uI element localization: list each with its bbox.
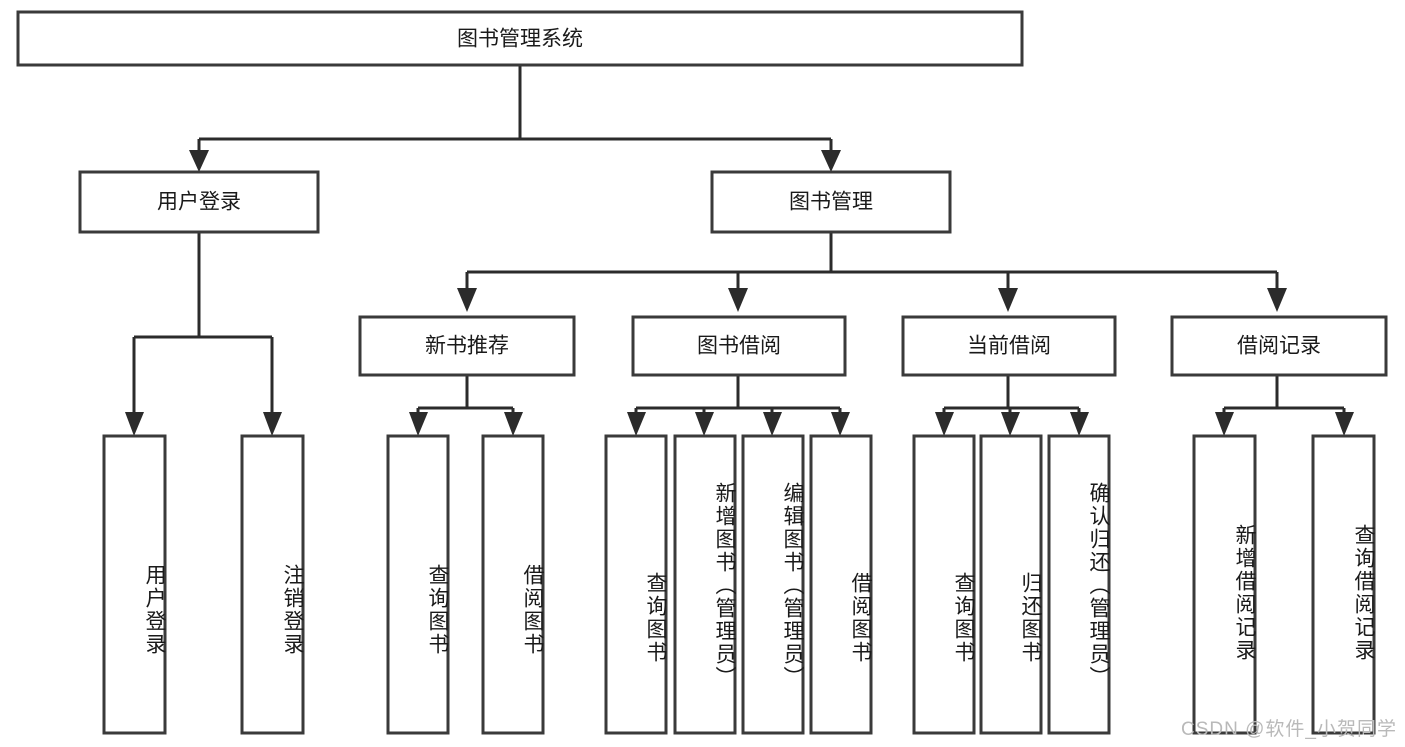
node-leaf-nbr-query-book-box[interactable] [386,434,450,735]
node-leaf-bb-edit-book-box[interactable] [741,434,805,735]
node-leaf-bb-add-book-box[interactable] [673,434,737,735]
node-leaf-user-login-box[interactable] [102,434,167,735]
node-leaf-br-query-record-box[interactable] [1311,434,1376,735]
node-new-book-recommend-box[interactable] [358,315,576,377]
node-book-borrow-label: 图书借阅 [697,335,781,358]
node-book-manage-label: 图书管理 [789,191,873,214]
node-root-label: 图书管理系统 [457,28,583,51]
arrow-head-bb-query-book [627,412,646,436]
connector-group-book-borrow [627,375,850,436]
arrow-head-user-login [189,150,209,172]
node-leaf-logout-box[interactable] [240,434,305,735]
node-root-box[interactable] [16,10,1024,67]
node-user-login-label: 用户登录 [157,191,241,214]
node-current-borrow-box[interactable] [901,315,1117,377]
node-book-manage-box[interactable] [710,170,952,234]
arrow-head-new-book-recommend [457,288,477,312]
arrow-head-bb-borrow-book [831,412,850,436]
node-leaf-bb-query-book-box[interactable] [604,434,668,735]
arrow-head-cb-query-book [935,412,954,436]
node-leaf-br-add-record-box[interactable] [1192,434,1257,735]
arrow-head-cb-return-book [1001,412,1020,436]
node-borrow-record-box[interactable] [1170,315,1388,377]
node-leaf-nbr-borrow-book-box[interactable] [481,434,545,735]
node-user-login-box[interactable] [78,170,320,234]
connector-group-borrow-record [1215,375,1354,436]
node-leaf-cb-confirm-return-box[interactable] [1047,434,1111,735]
connector-group-book-manage [457,232,1287,312]
watermark-text: CSDN @软件_小贺同学 [1181,719,1397,740]
connector-group-new-book-recommend [409,375,523,436]
arrow-head-book-manage [821,150,841,172]
node-book-borrow-box[interactable] [631,315,847,377]
arrow-head-borrow-record [1267,288,1287,312]
connector-group-root [189,65,841,172]
arrow-head-cb-confirm-return [1070,412,1089,436]
connector-group-current-borrow [935,375,1089,436]
arrow-head-leaf-logout [263,412,282,436]
arrow-head-br-add-record [1215,412,1234,436]
arrow-head-nbr-query-book [409,412,428,436]
node-borrow-record-label: 借阅记录 [1237,335,1321,358]
node-leaf-cb-query-book-box[interactable] [912,434,976,735]
node-leaf-bb-borrow-book-box[interactable] [809,434,873,735]
connector-group-user-login [125,232,282,436]
arrow-head-current-borrow [998,288,1018,312]
arrow-head-br-query-record [1335,412,1354,436]
arrow-head-nbr-borrow-book [504,412,523,436]
node-leaf-cb-return-book-box[interactable] [979,434,1043,735]
node-new-book-recommend-label: 新书推荐 [425,335,509,358]
arrow-head-bb-edit-book [763,412,782,436]
arrow-head-leaf-user-login [125,412,144,436]
arrow-head-book-borrow [728,288,748,312]
node-current-borrow-label: 当前借阅 [967,335,1051,358]
arrow-head-bb-add-book [695,412,714,436]
